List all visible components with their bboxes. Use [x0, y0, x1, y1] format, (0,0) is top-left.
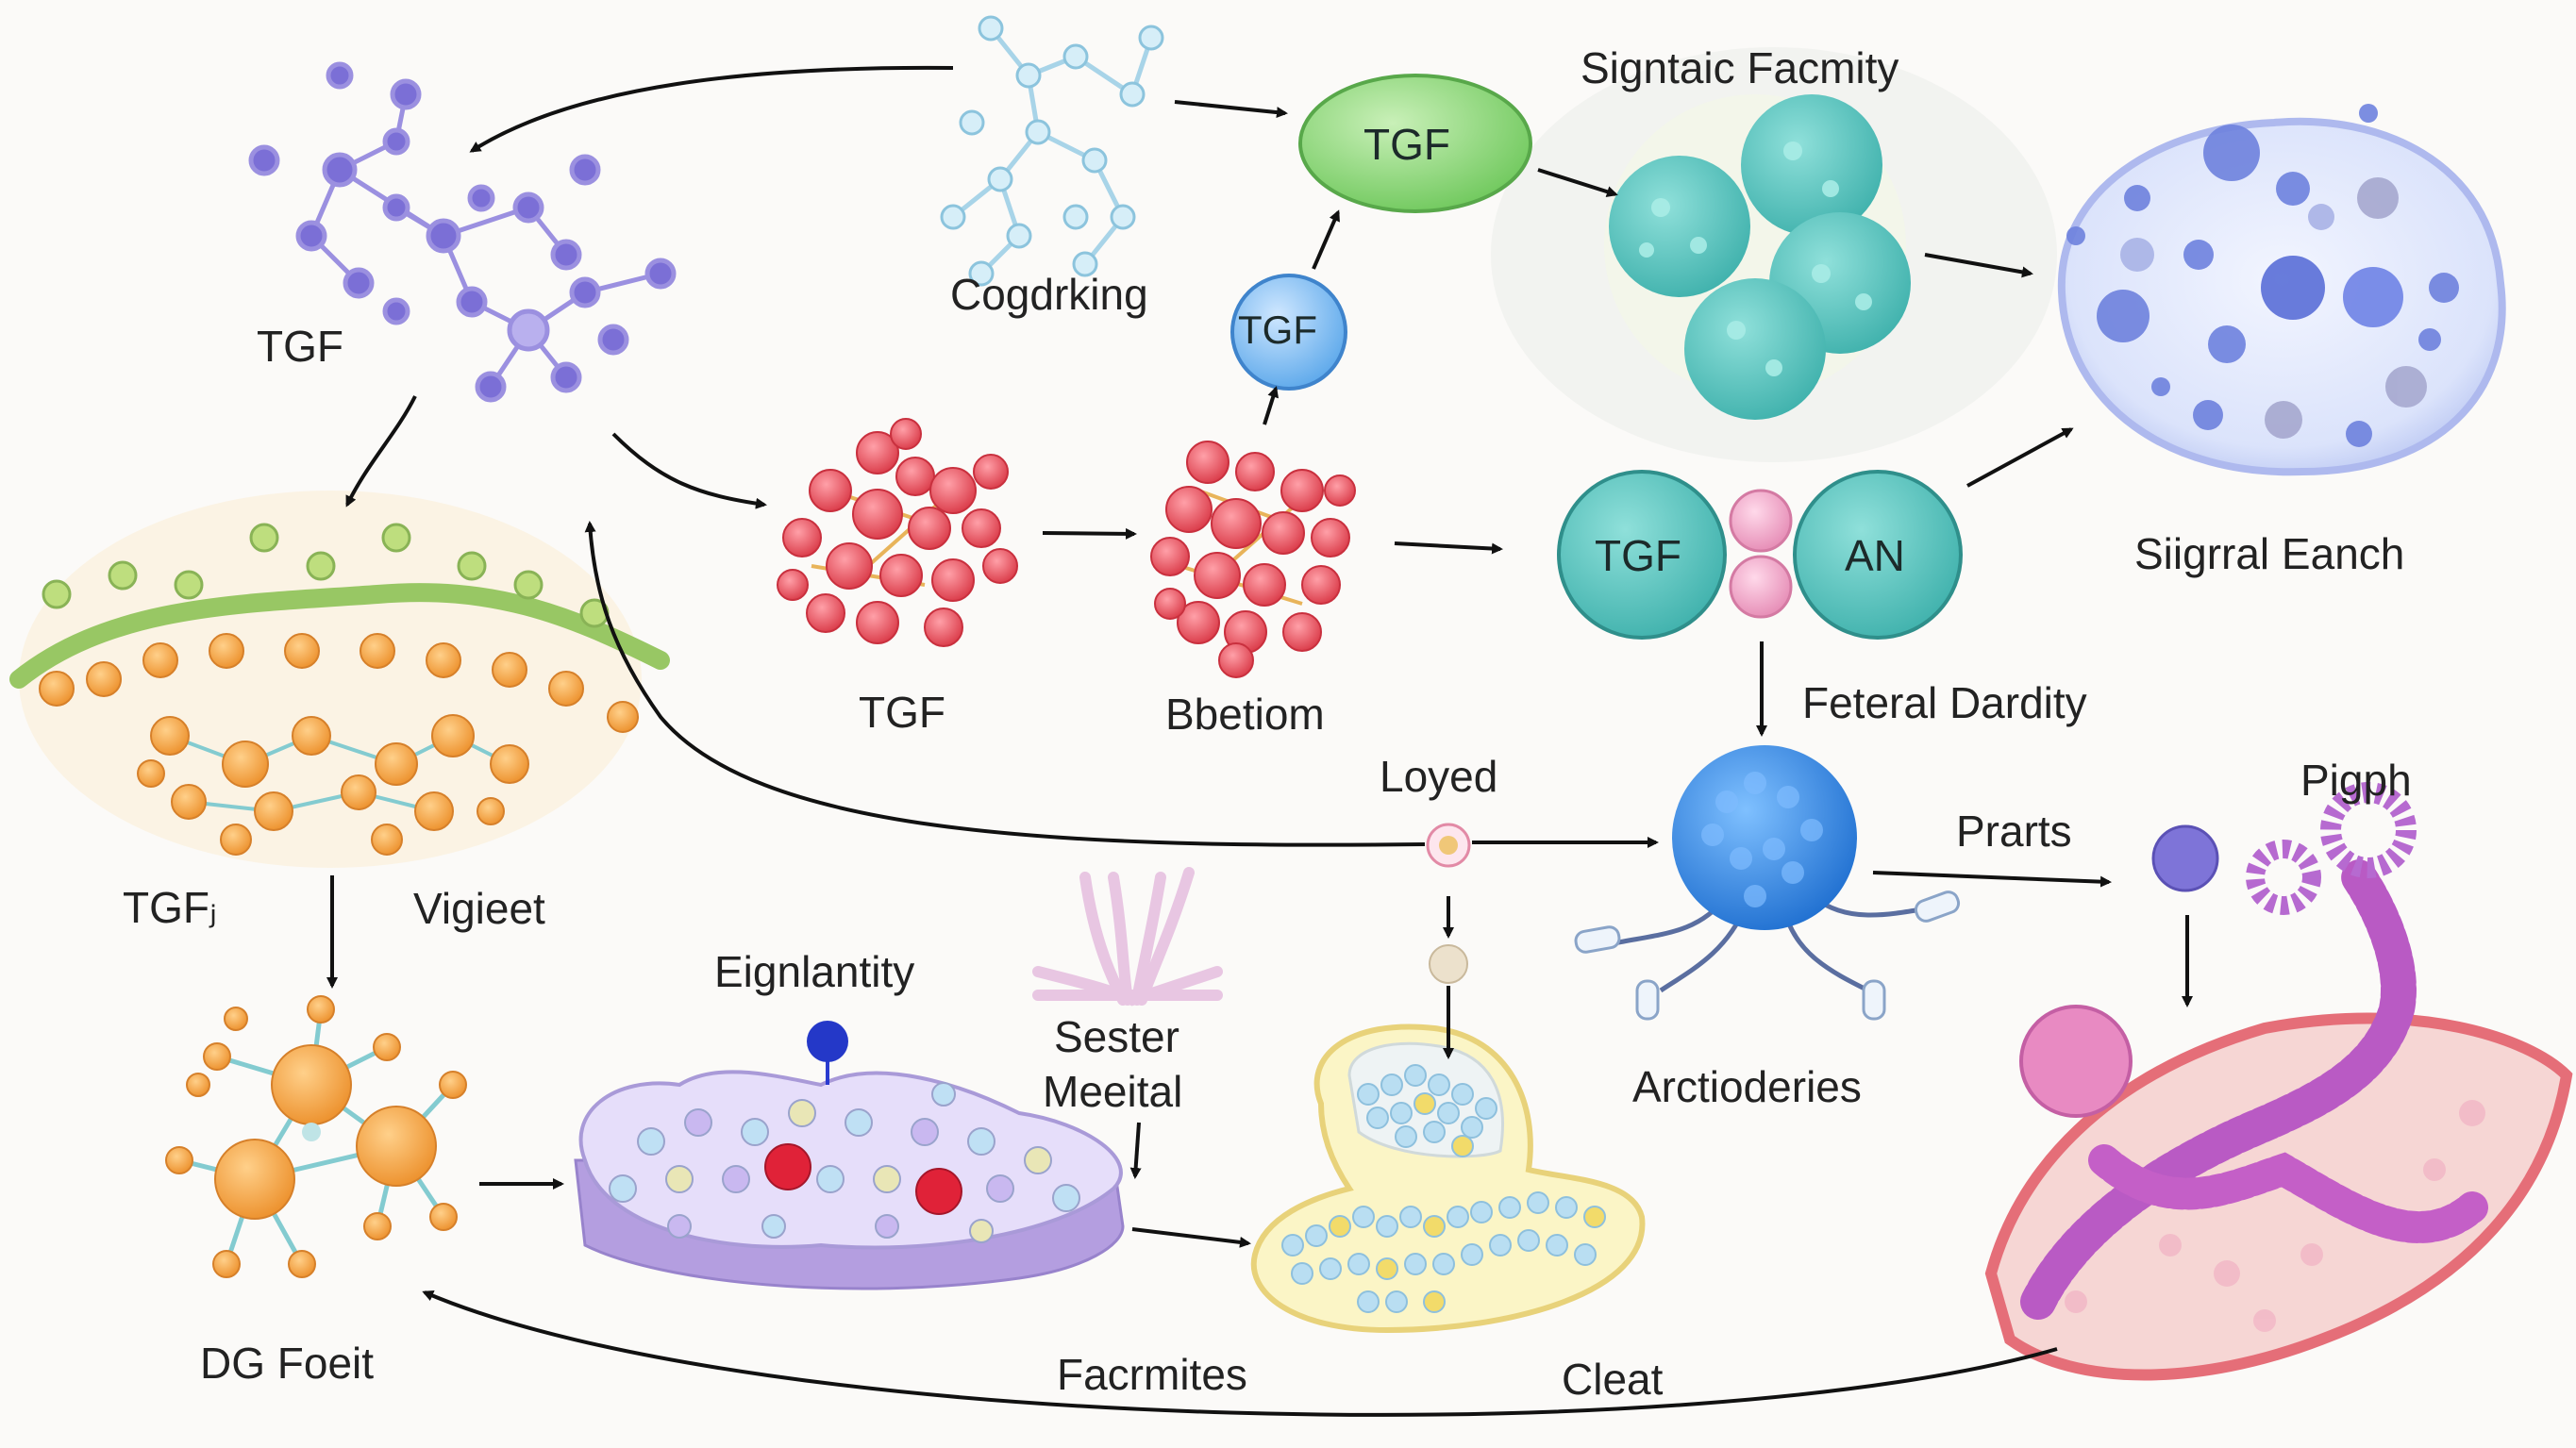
- loyed-receptor-node: [1426, 823, 1471, 984]
- light-blue-molecule-illustration: [940, 15, 1164, 287]
- pigph-node: [2151, 824, 2219, 892]
- label-eignlantity: Eignlantity: [714, 947, 915, 996]
- magenta-tissue-illustration: [1984, 782, 2573, 1381]
- label-prarts: Prarts: [1956, 807, 2072, 856]
- label-sigrral-eanch: Siigrral Eanch: [2134, 529, 2405, 578]
- tgf-an-complex: [1557, 470, 1963, 640]
- pathway-arrows: [326, 65, 2193, 1417]
- label-loyed: Loyed: [1380, 752, 1498, 801]
- label-arctioderies: Arctioderies: [1632, 1062, 1862, 1111]
- orange-hub-molecule: [165, 995, 467, 1278]
- pink-antibody-illustration: [1032, 867, 1223, 1007]
- label-dg-foeit: DG Foeit: [200, 1339, 375, 1388]
- node-text-tgf-green: TGF: [1363, 120, 1450, 169]
- label-tgf-left-mid: TGFⱼ: [123, 883, 218, 932]
- node-text-tgf-teal: TGF: [1595, 531, 1681, 580]
- label-sester-line1: Sester: [1054, 1012, 1179, 1061]
- label-feteral-dardity: Feteral Dardity: [1802, 678, 2087, 727]
- node-text-an-teal: AN: [1845, 531, 1905, 580]
- label-sester-line2: Meeital: [1043, 1067, 1183, 1116]
- lavender-membrane-slab: [574, 1021, 1125, 1290]
- purple-molecule-illustration: [248, 61, 677, 403]
- label-tgf-red: TGF: [859, 688, 945, 737]
- green-branch-orange-lattice: [9, 523, 670, 856]
- label-bbetiom: Bbetiom: [1165, 690, 1325, 739]
- label-cogdrking: Cogdrking: [950, 270, 1148, 319]
- red-protein-cluster-right: [1150, 441, 1356, 678]
- yellow-vesicle-illustration: [1250, 1024, 1646, 1334]
- label-facrmites: Facrmites: [1057, 1350, 1247, 1399]
- teal-protein-cluster-illustration: [1604, 94, 1911, 420]
- label-signtaic-facmity: Signtaic Facmity: [1581, 43, 1899, 92]
- blue-sphere-receptor-illustration: [1574, 745, 1961, 1021]
- label-pigph: Pigph: [2300, 756, 2412, 805]
- signal-cell-illustration: [2057, 104, 2506, 476]
- node-text-tgf-blue-small: TGF: [1238, 308, 1317, 352]
- label-vigieet: Vigieet: [413, 884, 545, 933]
- tgf-blue-small-node: [1230, 274, 1347, 391]
- tgf-green-oval-node: [1298, 74, 1532, 213]
- red-protein-cluster-left: [777, 418, 1018, 647]
- label-cleat: Cleat: [1562, 1355, 1664, 1404]
- label-tgf-top-left: TGF: [257, 322, 343, 371]
